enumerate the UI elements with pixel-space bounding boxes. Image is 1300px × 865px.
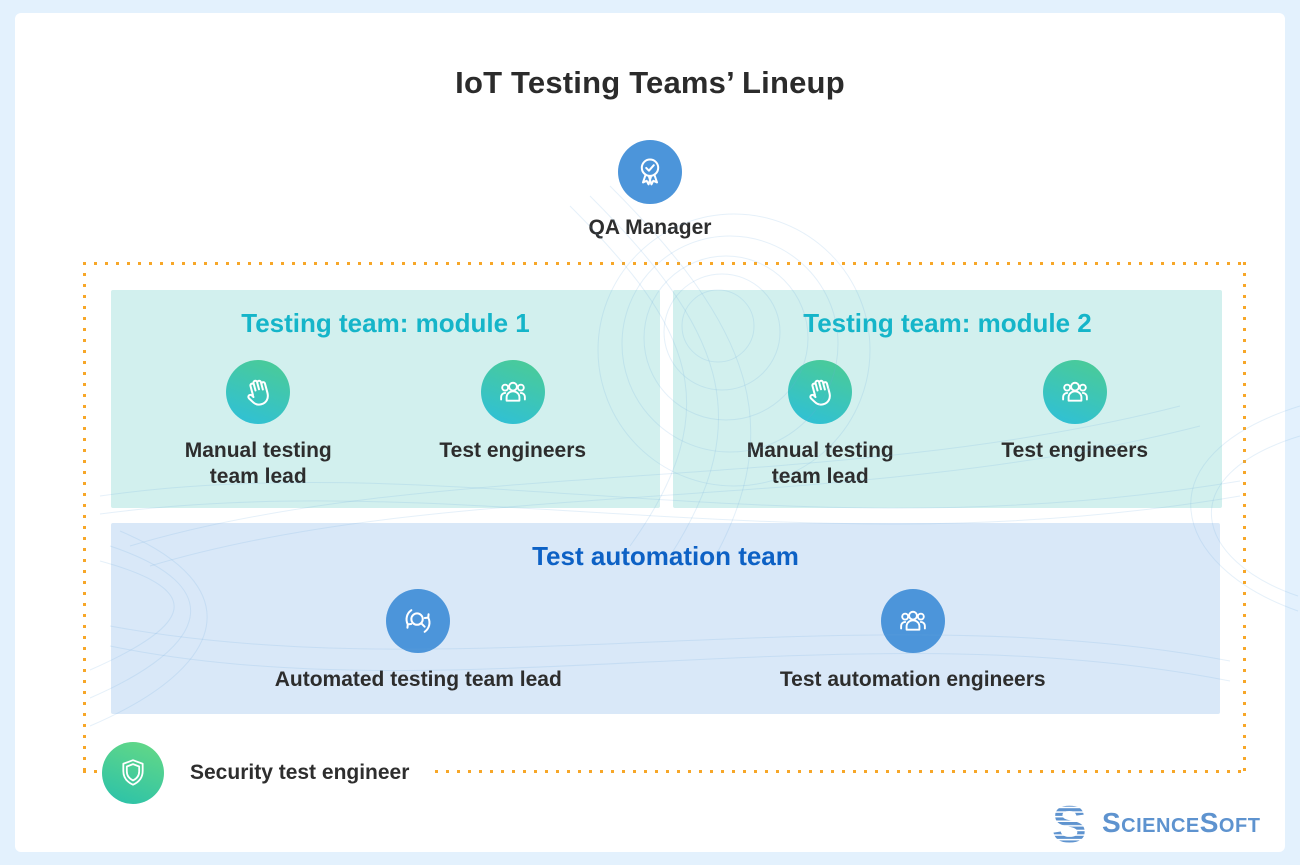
security-test-engineer-label: Security test engineer [190, 761, 410, 784]
striped-s-logo-icon: S [1052, 799, 1087, 847]
testing-team-module-1-box: Testing team: module 1 Manual testing te… [111, 290, 660, 508]
member-test-engineers: Test engineers [948, 360, 1203, 489]
member-manual-testing-lead: Manual testing team lead [693, 360, 948, 489]
module-2-heading: Testing team: module 2 [803, 308, 1092, 338]
automation-heading: Test automation team [532, 541, 799, 571]
member-label: Test engineers [439, 439, 587, 462]
people-group-icon [1042, 360, 1107, 424]
member-label: Automated testing team lead [274, 668, 562, 691]
member-label: Manual testing team lead [184, 439, 332, 488]
member-label: Test engineers [1001, 439, 1149, 462]
automation-members: Automated testing team lead [111, 589, 1220, 693]
dotted-boundary-bottom [83, 770, 1246, 773]
member-test-engineers: Test engineers [386, 360, 641, 489]
hand-icon [788, 360, 853, 424]
people-group-icon [480, 360, 545, 424]
sync-search-icon [386, 589, 451, 653]
sciencesoft-logo: S ScienceSoft [1050, 799, 1260, 847]
member-test-automation-engineers: Test automation engineers [666, 589, 1161, 693]
dotted-boundary-top [83, 262, 1246, 265]
dotted-boundary-right [1243, 262, 1246, 773]
test-automation-team-box: Test automation team Aut [111, 523, 1220, 714]
member-label: Manual testing team lead [746, 439, 894, 488]
people-group-icon [880, 589, 945, 653]
qa-manager-node: QA Manager [15, 140, 1285, 240]
svg-text:S: S [1052, 799, 1087, 847]
member-automated-testing-lead: Automated testing team lead [171, 589, 666, 693]
infographic-panel: IoT Testing Teams’ Lineup QA Manager Tes… [15, 13, 1300, 852]
member-manual-testing-lead: Manual testing team lead [131, 360, 386, 489]
award-medal-icon [618, 140, 682, 204]
module-2-members: Manual testing team lead [673, 360, 1222, 489]
security-test-engineer-node: Security test engineer [102, 741, 434, 805]
page-title: IoT Testing Teams’ Lineup [455, 65, 845, 100]
testing-team-module-2-box: Testing team: module 2 Manual testing te… [673, 290, 1222, 508]
module-1-heading: Testing team: module 1 [241, 308, 530, 338]
dotted-boundary-left [83, 262, 86, 773]
module-1-members: Manual testing team lead [111, 360, 660, 489]
sciencesoft-wordmark: ScienceSoft [1102, 807, 1261, 838]
member-label: Test automation engineers [779, 668, 1046, 691]
shield-icon [102, 742, 164, 804]
hand-icon [226, 360, 291, 424]
qa-manager-label: QA Manager [588, 216, 712, 239]
